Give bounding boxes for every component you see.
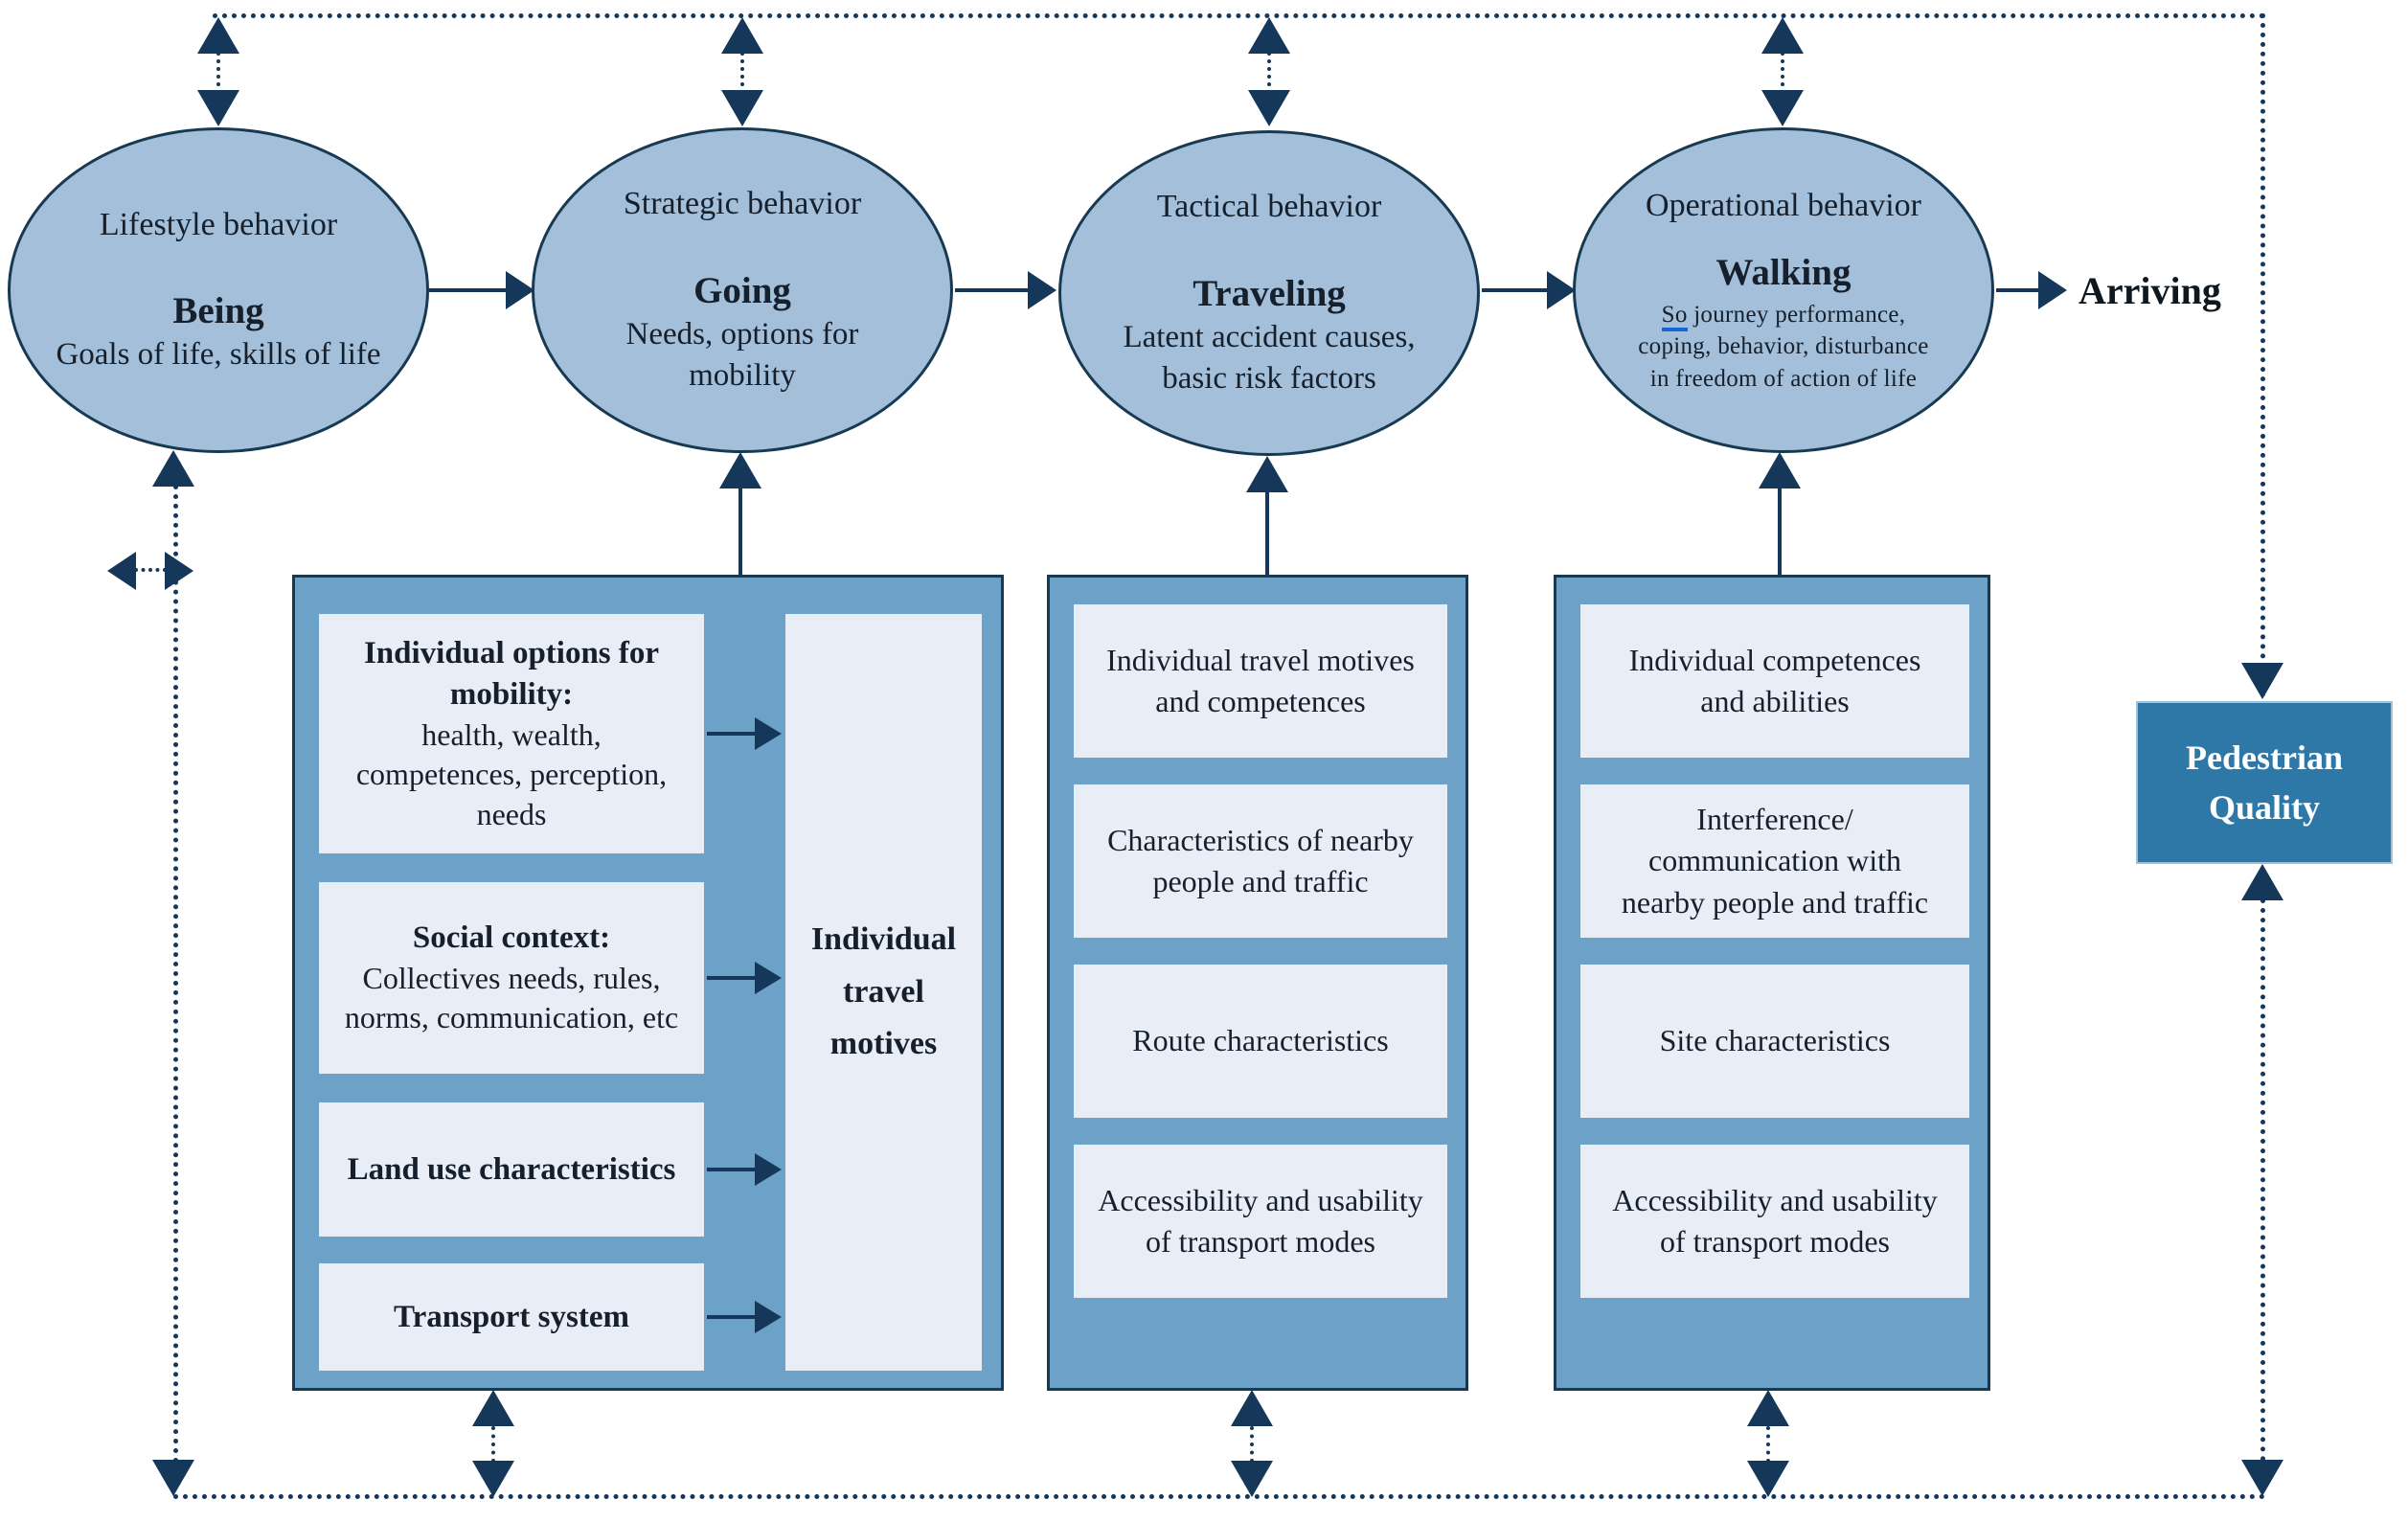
line-group3-to-walking (1778, 487, 1782, 575)
factor-box-heading: Individual options for mobility: (363, 635, 660, 712)
factor-box-site-characteristics: Site characteristics (1580, 965, 1969, 1118)
ellipse-tactical-behavior: Tactical behavior Traveling Latent accid… (1058, 130, 1480, 456)
spellcheck-underlined-word: So (1661, 301, 1688, 331)
arriving-label: Arriving (2079, 269, 2221, 312)
arrowhead-group1-to-going (719, 452, 761, 488)
factor-box-interference-communication: Interference/ communication with nearby … (1580, 784, 1969, 938)
flow-arrowhead-walking-arriving (2038, 271, 2067, 309)
arrowhead-down-group3-bottom (1747, 1461, 1789, 1497)
factor-box-accessibility-usability: Accessibility and usability of transport… (1074, 1145, 1447, 1298)
arrowhead-down-top-tactical (1248, 90, 1290, 126)
arrowhead-down-into-pedestrian-quality (2241, 663, 2283, 699)
factor-box-body: Collectives needs, rules, norms, communi… (344, 960, 679, 1035)
ellipse-keyword: Going (693, 269, 791, 311)
factor-box-heading: Transport system (394, 1299, 629, 1334)
feedback-line-top (213, 13, 2266, 18)
factor-box-social-context: Social context: Collectives needs, rules… (319, 882, 704, 1074)
line-options-to-motives (707, 732, 757, 736)
ellipse-subtitle: Needs, options for mobility (625, 316, 859, 393)
dotted-arrow-top-strategic (740, 52, 744, 94)
flow-line-being-going (429, 288, 510, 292)
ellipse-strategic-behavior: Strategic behavior Going Needs, options … (532, 127, 953, 453)
feedback-line-right-lower (2260, 898, 2265, 1462)
arrowhead-down-bottom-right (2241, 1460, 2283, 1496)
feedback-line-right-upper (2260, 13, 2265, 697)
factor-box-individual-options: Individual options for mobility: health,… (319, 614, 704, 853)
ellipse-lifestyle-behavior: Lifestyle behavior Being Goals of life, … (8, 127, 429, 453)
factor-group-tactical: Individual travel motives and competence… (1047, 575, 1468, 1391)
arrowhead-up-group2-bottom (1231, 1390, 1273, 1426)
dotted-arrow-top-tactical (1267, 52, 1271, 94)
arrowhead-social-to-motives (755, 962, 782, 994)
ellipse-title: Operational behavior (1646, 187, 1921, 223)
arrowhead-up-group3-bottom (1747, 1390, 1789, 1426)
factor-box-nearby-people-traffic: Characteristics of nearby people and tra… (1074, 784, 1447, 938)
arrowhead-landuse-to-motives (755, 1153, 782, 1186)
dotted-arrow-top-lifestyle (216, 52, 220, 94)
line-social-to-motives (707, 976, 757, 980)
dotted-arrow-group1-bottom (491, 1426, 495, 1463)
arrowhead-down-top-strategic (721, 90, 763, 126)
dotted-arrow-group2-bottom (1250, 1426, 1254, 1463)
factor-box-route-characteristics: Route characteristics (1074, 965, 1447, 1118)
line-landuse-to-motives (707, 1168, 757, 1171)
arrowhead-up-into-lifestyle-ellipse (152, 450, 194, 487)
arrowhead-group3-to-walking (1759, 452, 1801, 488)
flow-line-traveling-walking (1482, 288, 1551, 292)
ellipse-keyword: Walking (1715, 252, 1851, 294)
line-group1-to-going (738, 487, 742, 575)
factor-box-heading: Social context: (412, 920, 611, 955)
dotted-arrow-top-operational (1781, 52, 1784, 94)
dotted-arrow-left-context (134, 568, 167, 572)
arrowhead-up-top-tactical (1248, 17, 1290, 54)
feedback-line-left (173, 485, 178, 1464)
arrowhead-transport-to-motives (755, 1301, 782, 1333)
arrowhead-down-top-lifestyle (197, 90, 239, 126)
factor-box-competences-abilities: Individual competences and abilities (1580, 604, 1969, 758)
flow-line-going-traveling (955, 288, 1032, 292)
ellipse-title: Lifestyle behavior (99, 206, 338, 242)
arrowhead-options-to-motives (755, 717, 782, 750)
factor-box-body: health, wealth, competences, perception,… (355, 716, 668, 831)
ellipse-keyword: Being (172, 290, 264, 332)
ellipse-subtitle-rest: journey performance, coping, behavior, d… (1638, 301, 1929, 392)
arrowhead-up-top-lifestyle (197, 17, 239, 54)
flow-arrowhead-being-going (506, 271, 534, 309)
line-transport-to-motives (707, 1315, 757, 1319)
arrowhead-down-group1-bottom (472, 1461, 514, 1497)
arrowhead-up-top-strategic (721, 17, 763, 54)
pedestrian-quality-box: Pedestrian Quality (2136, 701, 2393, 864)
individual-travel-motives-box: Individual travel motives (785, 614, 982, 1371)
ellipse-subtitle: Latent accident causes, basic risk facto… (1123, 319, 1416, 396)
line-group2-to-traveling (1265, 490, 1269, 575)
factor-box-travel-motives-competences: Individual travel motives and competence… (1074, 604, 1447, 758)
ellipse-operational-behavior: Operational behavior Walking So journey … (1573, 127, 1994, 453)
arrowhead-down-bottom-left (152, 1460, 194, 1496)
arrowhead-left-context (107, 552, 136, 590)
arrowhead-down-group2-bottom (1231, 1461, 1273, 1497)
arrowhead-up-top-operational (1761, 17, 1804, 54)
factor-box-transport-system: Transport system (319, 1263, 704, 1371)
factor-group-strategic: Individual options for mobility: health,… (292, 575, 1004, 1391)
arrowhead-up-group1-bottom (472, 1390, 514, 1426)
flow-arrowhead-traveling-walking (1547, 271, 1576, 309)
dotted-arrow-group3-bottom (1766, 1426, 1770, 1463)
ellipse-keyword: Traveling (1193, 272, 1346, 314)
factor-box-land-use: Land use characteristics (319, 1102, 704, 1237)
arrowhead-group2-to-traveling (1246, 456, 1288, 492)
arrowhead-down-top-operational (1761, 90, 1804, 126)
feedback-line-bottom (173, 1494, 2266, 1499)
ellipse-title: Tactical behavior (1156, 189, 1382, 225)
arrowhead-up-into-pedestrian-quality (2241, 864, 2283, 900)
ellipse-subtitle: Goals of life, skills of life (56, 337, 381, 373)
flow-line-walking-arriving (1996, 288, 2042, 292)
arrowhead-right-context (165, 552, 193, 590)
factor-box-accessibility-usability: Accessibility and usability of transport… (1580, 1145, 1969, 1298)
factor-group-operational: Individual competences and abilities Int… (1554, 575, 1990, 1391)
ellipse-subtitle: So journey performance, coping, behavior… (1638, 299, 1928, 396)
factor-box-heading: Land use characteristics (347, 1151, 676, 1187)
flow-arrowhead-going-traveling (1028, 271, 1056, 309)
ellipse-title: Strategic behavior (623, 186, 862, 222)
